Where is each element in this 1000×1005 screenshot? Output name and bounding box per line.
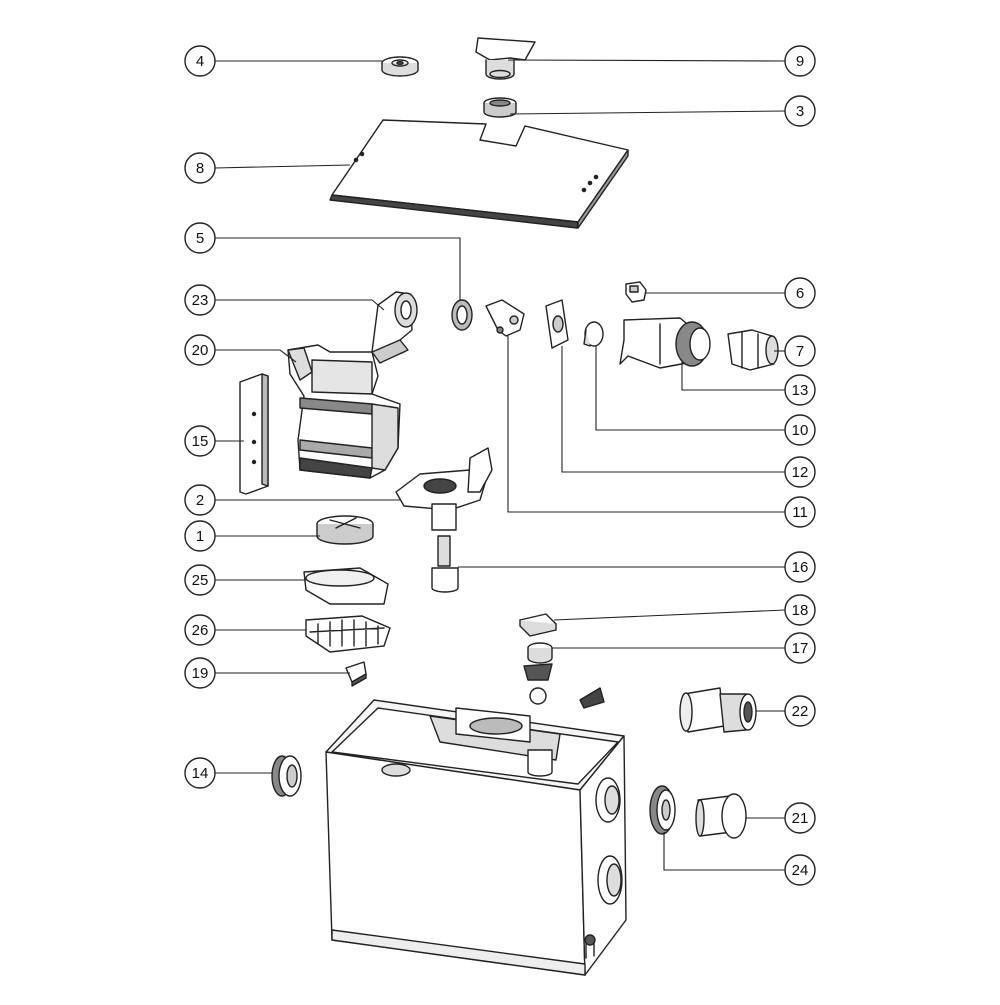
callout-11: 11 xyxy=(784,496,816,528)
part-25-base-ring xyxy=(303,567,389,605)
svg-text:1: 1 xyxy=(196,528,204,545)
leader-11 xyxy=(507,336,785,513)
svg-text:12: 12 xyxy=(792,464,809,481)
part-26-basket xyxy=(305,615,391,653)
part-18-float-cap xyxy=(519,613,557,637)
svg-text:15: 15 xyxy=(192,433,209,450)
callout-4: 4 xyxy=(184,45,216,77)
svg-text:8: 8 xyxy=(196,160,204,177)
svg-text:16: 16 xyxy=(792,559,809,576)
svg-text:5: 5 xyxy=(196,230,204,247)
leader-12 xyxy=(561,346,785,473)
svg-text:18: 18 xyxy=(792,602,809,619)
part-10-disc xyxy=(583,321,604,347)
callout-22: 22 xyxy=(784,695,816,727)
part-6-clip xyxy=(625,281,647,303)
callout-3: 3 xyxy=(784,95,816,127)
svg-text:6: 6 xyxy=(796,285,804,302)
leader-10 xyxy=(595,346,785,431)
callout-26: 26 xyxy=(184,614,216,646)
callout-21: 21 xyxy=(784,802,816,834)
part-22-outlet-adapter xyxy=(679,687,757,733)
part-16-float-rod xyxy=(431,503,459,593)
leader-23 xyxy=(215,299,385,311)
callout-23: 23 xyxy=(184,284,216,316)
callout-19: 19 xyxy=(184,657,216,689)
callout-18: 18 xyxy=(784,594,816,626)
callout-7: 7 xyxy=(784,335,816,367)
svg-text:11: 11 xyxy=(792,504,808,521)
part-15-bracket xyxy=(239,373,269,495)
callout-12: 12 xyxy=(784,456,816,488)
callout-20: 20 xyxy=(184,334,216,366)
main-tank xyxy=(325,699,627,976)
callout-9: 9 xyxy=(784,45,816,77)
leader-13 xyxy=(681,362,785,391)
callout-labels: 4 9 3 8 5 6 23 7 20 13 10 15 12 2 11 1 1… xyxy=(184,45,816,886)
part-4-cap xyxy=(381,56,419,77)
part-2-housing xyxy=(395,447,493,511)
part-24-seal-ring xyxy=(649,785,676,835)
part-11-lever xyxy=(485,299,525,337)
leader-5 xyxy=(215,237,461,300)
svg-text:21: 21 xyxy=(792,810,809,827)
part-20-motor xyxy=(287,344,401,479)
svg-text:22: 22 xyxy=(792,703,809,720)
svg-text:13: 13 xyxy=(792,382,809,399)
part-19-clip xyxy=(345,661,367,687)
callout-5: 5 xyxy=(184,222,216,254)
part-1-impeller xyxy=(316,515,374,545)
leader-lines xyxy=(214,59,786,871)
parts-illustration xyxy=(239,37,779,976)
callout-6: 6 xyxy=(784,277,816,309)
svg-text:2: 2 xyxy=(196,492,204,509)
svg-text:9: 9 xyxy=(796,53,804,70)
part-14-side-seal xyxy=(271,755,302,797)
svg-text:14: 14 xyxy=(192,765,209,782)
part-17-float xyxy=(527,642,553,664)
part-12-switch xyxy=(545,299,569,349)
callout-14: 14 xyxy=(184,757,216,789)
svg-text:20: 20 xyxy=(192,342,209,359)
svg-text:7: 7 xyxy=(796,343,804,360)
callout-16: 16 xyxy=(784,551,816,583)
leader-3 xyxy=(509,110,786,115)
leader-24 xyxy=(663,832,785,871)
callout-1: 1 xyxy=(184,520,216,552)
part-21-plug xyxy=(695,793,747,839)
part-7-connector xyxy=(727,329,779,371)
part-5-seal xyxy=(451,299,473,331)
part-13-valve-housing xyxy=(619,317,711,369)
callout-17: 17 xyxy=(784,632,816,664)
callout-25: 25 xyxy=(184,564,216,596)
part-8-lid xyxy=(329,119,629,229)
callout-10: 10 xyxy=(784,414,816,446)
part-3-ring-seal xyxy=(483,97,517,118)
svg-text:19: 19 xyxy=(192,665,209,682)
leader-18 xyxy=(553,609,786,621)
svg-text:26: 26 xyxy=(192,622,209,639)
callout-8: 8 xyxy=(184,152,216,184)
svg-text:10: 10 xyxy=(792,422,809,439)
part-23-elbow xyxy=(371,291,418,364)
part-float-guide xyxy=(523,663,605,709)
svg-text:25: 25 xyxy=(192,572,209,589)
leader-20 xyxy=(215,349,297,363)
svg-text:17: 17 xyxy=(792,640,809,657)
callout-2: 2 xyxy=(184,484,216,516)
callout-15: 15 xyxy=(184,425,216,457)
callout-13: 13 xyxy=(784,374,816,406)
part-9-inlet-funnel xyxy=(475,37,536,80)
svg-text:23: 23 xyxy=(192,292,209,309)
svg-text:3: 3 xyxy=(796,103,804,120)
leader-9 xyxy=(507,59,786,62)
svg-text:24: 24 xyxy=(792,862,809,879)
leader-8 xyxy=(214,164,351,169)
callout-24: 24 xyxy=(784,854,816,886)
svg-text:4: 4 xyxy=(196,53,204,70)
